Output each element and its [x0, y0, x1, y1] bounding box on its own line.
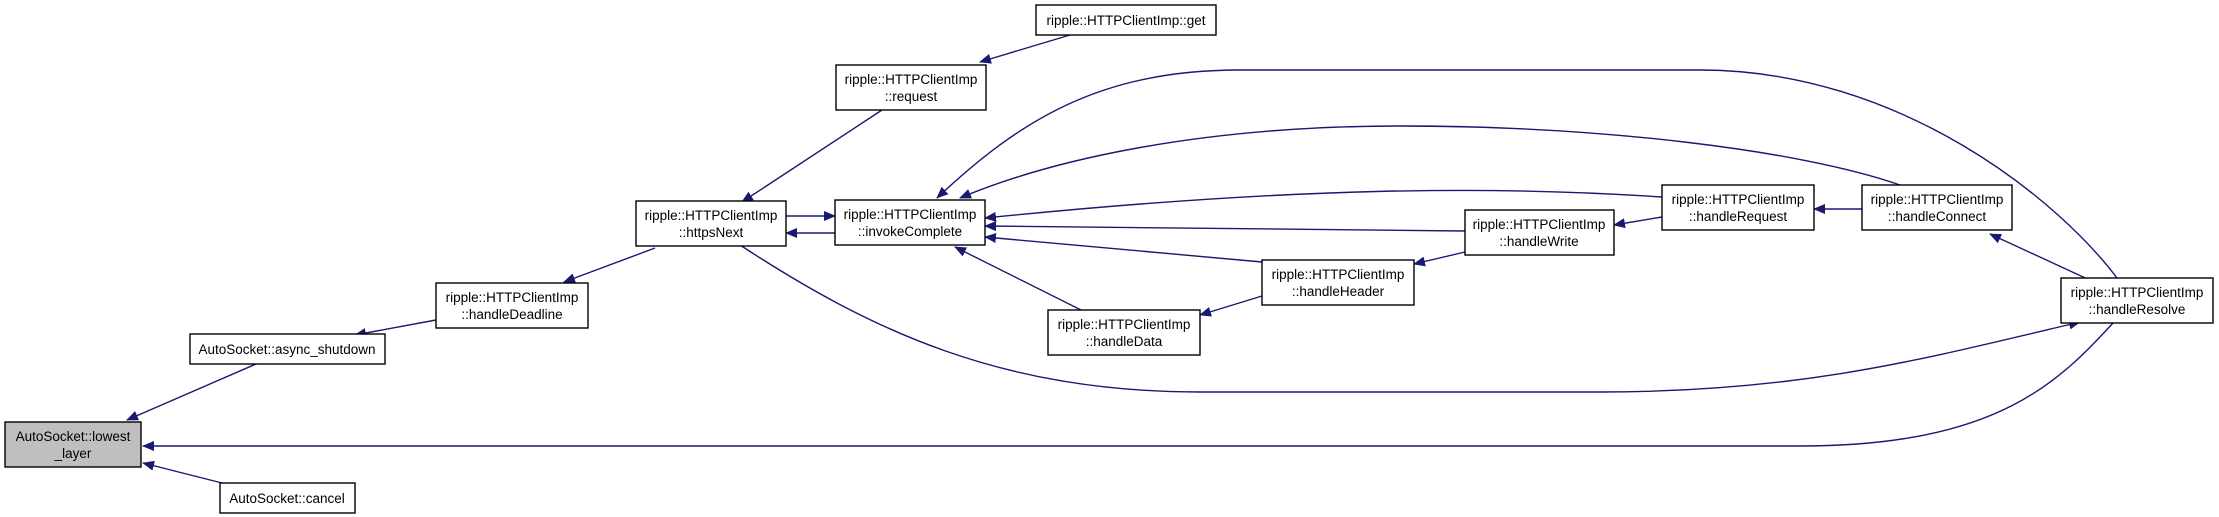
node-lowest-layer-line1: AutoSocket::lowest: [16, 429, 131, 444]
edge-handleResolve-to-handleConnect: [1989, 233, 2095, 283]
node-handle-request[interactable]: ripple::HTTPClientImp ::handleRequest: [1661, 184, 1815, 231]
node-get-line1: ripple::HTTPClientImp::get: [1046, 13, 1205, 28]
node-get[interactable]: ripple::HTTPClientImp::get: [1035, 4, 1217, 36]
edge-httpsNext-to-handleDeadline: [563, 247, 656, 283]
node-invoke-complete-line2: ::invokeComplete: [858, 224, 962, 239]
node-handle-data-line2: ::handleData: [1086, 334, 1163, 349]
edge-cancel-to-lowest_layer: [142, 460, 227, 485]
node-handle-data[interactable]: ripple::HTTPClientImp ::handleData: [1047, 309, 1201, 356]
edges: [126, 31, 2121, 485]
node-handle-request-line2: ::handleRequest: [1689, 209, 1788, 224]
edge-handleResolve-to-httpsNext: [739, 244, 2081, 393]
node-handle-header-line1: ripple::HTTPClientImp: [1272, 267, 1405, 282]
node-handle-data-line1: ripple::HTTPClientImp: [1058, 317, 1191, 332]
edge-handleRequest-to-handleWrite: [1613, 216, 1663, 229]
node-handle-write[interactable]: ripple::HTTPClientImp ::handleWrite: [1464, 209, 1615, 256]
edge-handleHeader-to-invokeComplete: [984, 233, 1263, 263]
edge-handleResolve-to-invokeComplete: [936, 69, 2121, 283]
node-handle-header[interactable]: ripple::HTTPClientImp ::handleHeader: [1261, 259, 1415, 306]
node-invoke-complete[interactable]: ripple::HTTPClientImp ::invokeComplete: [834, 199, 986, 246]
node-handle-connect-line2: ::handleConnect: [1888, 209, 1987, 224]
node-request[interactable]: ripple::HTTPClientImp ::request: [835, 64, 987, 111]
edge-async_shutdown-to-lowest_layer: [126, 363, 257, 421]
edge-handleWrite-to-handleHeader: [1413, 251, 1466, 267]
node-lowest-layer-line2: _layer: [54, 446, 92, 461]
edge-handleDeadline-to-async_shutdown: [354, 319, 437, 338]
node-lowest-layer[interactable]: AutoSocket::lowest _layer: [4, 421, 142, 468]
node-request-line1: ripple::HTTPClientImp: [845, 72, 978, 87]
node-handle-write-line1: ripple::HTTPClientImp: [1473, 217, 1606, 232]
node-async-shutdown-line1: AutoSocket::async_shutdown: [198, 342, 375, 357]
node-handle-deadline[interactable]: ripple::HTTPClientImp ::handleDeadline: [435, 282, 589, 329]
node-async-shutdown[interactable]: AutoSocket::async_shutdown: [189, 333, 386, 365]
node-handle-deadline-line2: ::handleDeadline: [461, 307, 562, 322]
node-handle-deadline-line1: ripple::HTTPClientImp: [446, 290, 579, 305]
node-https-next-line2: ::httpsNext: [679, 225, 744, 240]
edge-handleResolve-to-lowest_layer: [142, 321, 2115, 451]
edge-handleData-to-invokeComplete: [954, 246, 1086, 313]
node-handle-write-line2: ::handleWrite: [1499, 234, 1578, 249]
edge-handleRequest-to-invokeComplete: [984, 189, 1663, 222]
node-handle-resolve-line1: ripple::HTTPClientImp: [2071, 285, 2204, 300]
node-handle-connect-line1: ripple::HTTPClientImp: [1871, 192, 2004, 207]
node-handle-resolve[interactable]: ripple::HTTPClientImp ::handleResolve: [2060, 277, 2214, 324]
edge-request-to-httpsNext: [741, 109, 883, 203]
node-handle-resolve-line2: ::handleResolve: [2089, 302, 2186, 317]
node-handle-connect[interactable]: ripple::HTTPClientImp ::handleConnect: [1861, 184, 2013, 231]
node-invoke-complete-line1: ripple::HTTPClientImp: [844, 207, 977, 222]
edge-handleConnect-to-invokeComplete: [959, 125, 1901, 199]
node-request-line2: ::request: [885, 89, 938, 104]
node-cancel-line1: AutoSocket::cancel: [229, 491, 345, 506]
node-handle-header-line2: ::handleHeader: [1292, 284, 1385, 299]
edge-get-to-request: [979, 31, 1081, 64]
node-https-next-line1: ripple::HTTPClientImp: [645, 208, 778, 223]
edge-handleWrite-to-invokeComplete: [984, 221, 1466, 232]
node-handle-request-line1: ripple::HTTPClientImp: [1672, 192, 1805, 207]
node-https-next[interactable]: ripple::HTTPClientImp ::httpsNext: [635, 200, 787, 247]
edge-handleHeader-to-handleData: [1199, 295, 1263, 317]
node-cancel[interactable]: AutoSocket::cancel: [219, 482, 356, 514]
